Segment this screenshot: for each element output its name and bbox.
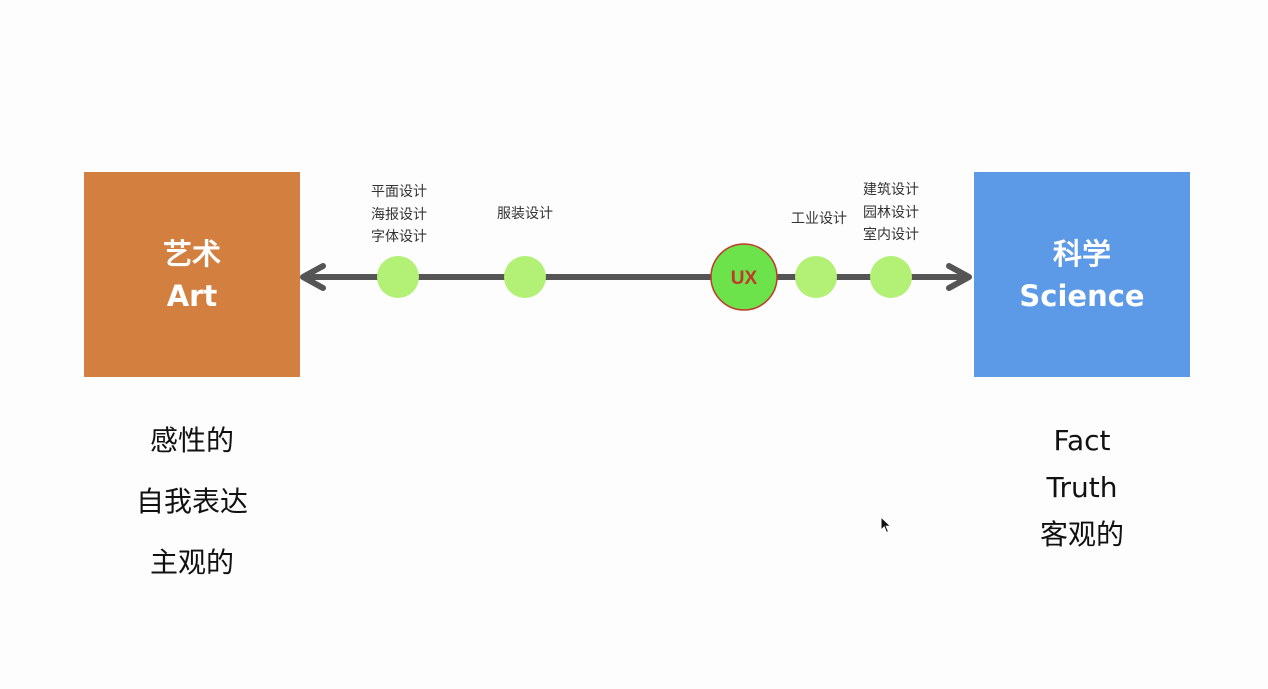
- label-architecture-group: 建筑设计 园林设计 室内设计: [853, 179, 929, 247]
- label-poster-design: 海报设计: [371, 206, 427, 223]
- label-industrial-design: 工业设计: [791, 211, 847, 227]
- label-architecture-design: 建筑设计: [863, 182, 919, 198]
- label-type-design: 字体设计: [371, 229, 427, 245]
- science-trait-item: 客观的: [1039, 518, 1124, 551]
- label-fashion-design: 服装设计: [497, 206, 553, 222]
- science-box: 科学 Science: [974, 172, 1190, 377]
- art-title-en: Art: [166, 278, 218, 313]
- science-trait-item: Truth: [1046, 471, 1118, 504]
- art-title-cn: 艺术: [162, 236, 221, 271]
- mouse-cursor-icon: [880, 516, 892, 534]
- node-fashion: [504, 256, 546, 298]
- art-trait-item: 主观的: [149, 546, 234, 579]
- science-title-en: Science: [1019, 278, 1145, 313]
- label-fashion-group: 服装设计: [487, 203, 563, 226]
- label-landscape-design: 园林设计: [863, 204, 919, 221]
- art-trait-item: 感性的: [149, 424, 234, 457]
- arrow-left-icon: [300, 263, 326, 291]
- label-industrial-group: 工业设计: [781, 208, 857, 231]
- node-graphic: [377, 256, 419, 298]
- arrow-right-icon: [946, 263, 972, 291]
- node-ux: [710, 243, 778, 311]
- art-traits-list: 感性的 自我表达 主观的: [92, 410, 292, 593]
- label-graphic-group: 平面设计 海报设计 字体设计: [361, 181, 437, 249]
- art-box: 艺术 Art: [84, 172, 300, 377]
- node-industrial: [795, 256, 837, 298]
- node-architecture: [870, 256, 912, 298]
- science-title-cn: 科学: [1052, 236, 1111, 271]
- ux-label: UX: [731, 268, 758, 289]
- science-traits-list: Fact Truth 客观的: [982, 417, 1182, 558]
- science-trait-item: Fact: [1053, 424, 1111, 457]
- art-trait-item: 自我表达: [135, 485, 248, 518]
- label-graphic-design: 平面设计: [371, 184, 427, 200]
- label-interior-design: 室内设计: [863, 227, 919, 243]
